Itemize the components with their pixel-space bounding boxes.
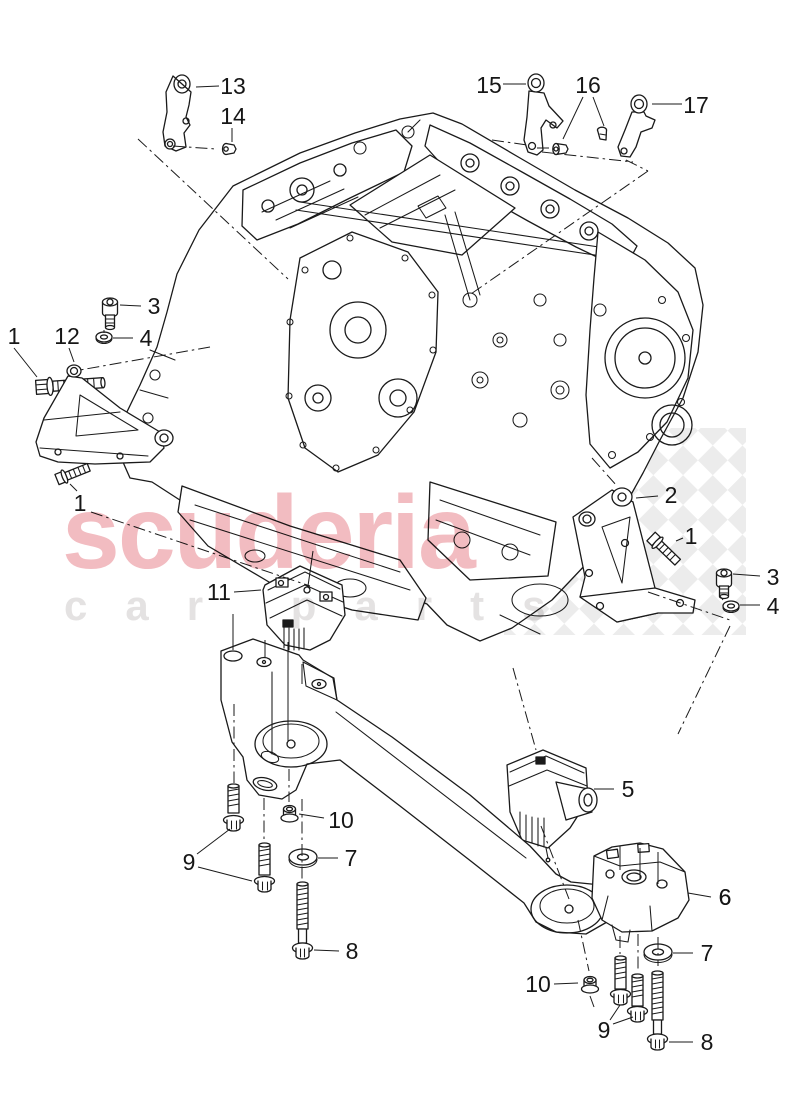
bolt-8-left — [291, 881, 314, 960]
subframe-crossmember — [220, 638, 610, 935]
callout-9: 9 — [183, 849, 196, 875]
callout-10: 10 — [525, 971, 551, 997]
bolt-16-rear — [596, 126, 608, 141]
callout-7: 7 — [701, 940, 714, 966]
bolt-3-left — [101, 297, 119, 331]
callout-4: 4 — [140, 325, 153, 351]
nut-10-left — [280, 804, 299, 823]
washer-4-right — [722, 600, 740, 613]
callout-11: 11 — [207, 579, 231, 605]
washer-4-left — [95, 331, 113, 344]
nut-10-right — [580, 975, 600, 994]
assembly-dash-lines — [79, 138, 731, 1008]
bracket-13 — [162, 74, 192, 152]
washer-7-left — [288, 848, 318, 868]
callout-1: 1 — [8, 323, 21, 349]
callout-13: 13 — [220, 73, 246, 99]
engine-mount-11 — [262, 565, 346, 651]
bolt-1-right — [646, 531, 682, 566]
watermark-brand-text: scuderia — [62, 475, 477, 591]
callout-10: 10 — [328, 807, 354, 833]
watermark-subtitle-text: car parts — [64, 582, 583, 629]
callout-2: 2 — [665, 482, 678, 508]
engine-illustration — [118, 112, 704, 642]
engine-mount-5 — [506, 749, 598, 863]
stud-axis-lines — [232, 550, 659, 884]
bolt-1-left-lower — [54, 462, 91, 486]
bolt-16-front — [552, 142, 569, 156]
bracket-15 — [523, 73, 564, 156]
bolt-14 — [221, 142, 237, 156]
bolt-9-right-b — [626, 973, 649, 1023]
bolt-9-left-a — [222, 783, 245, 832]
bolt-9-left-b — [253, 842, 276, 893]
callout-6: 6 — [719, 884, 732, 910]
callout-5: 5 — [622, 776, 635, 802]
callout-1: 1 — [74, 490, 87, 516]
callout-8: 8 — [346, 938, 359, 964]
callout-14: 14 — [220, 103, 246, 129]
callout-9: 9 — [598, 1017, 611, 1043]
bracket-6 — [591, 842, 690, 943]
bracket-12 — [35, 364, 174, 465]
callout-leader-lines — [13, 83, 761, 1043]
callout-3: 3 — [767, 564, 780, 590]
callout-8: 8 — [701, 1029, 714, 1055]
bolt-3-right — [715, 568, 733, 600]
callout-1: 1 — [685, 523, 698, 549]
callout-17: 17 — [683, 92, 709, 118]
callout-15: 15 — [476, 72, 502, 98]
callout-7: 7 — [345, 845, 358, 871]
bracket-2 — [572, 487, 696, 623]
callout-16: 16 — [575, 72, 601, 98]
callout-6: 6 — [719, 884, 732, 910]
bolt-9-right-a — [609, 955, 632, 1006]
callout-3: 3 — [148, 293, 161, 319]
bracket-17 — [617, 94, 656, 158]
callout-4: 4 — [767, 593, 780, 619]
bolt-8-right — [646, 970, 669, 1051]
callout-12: 12 — [54, 323, 80, 349]
watermark: scuderia car parts — [62, 475, 583, 629]
